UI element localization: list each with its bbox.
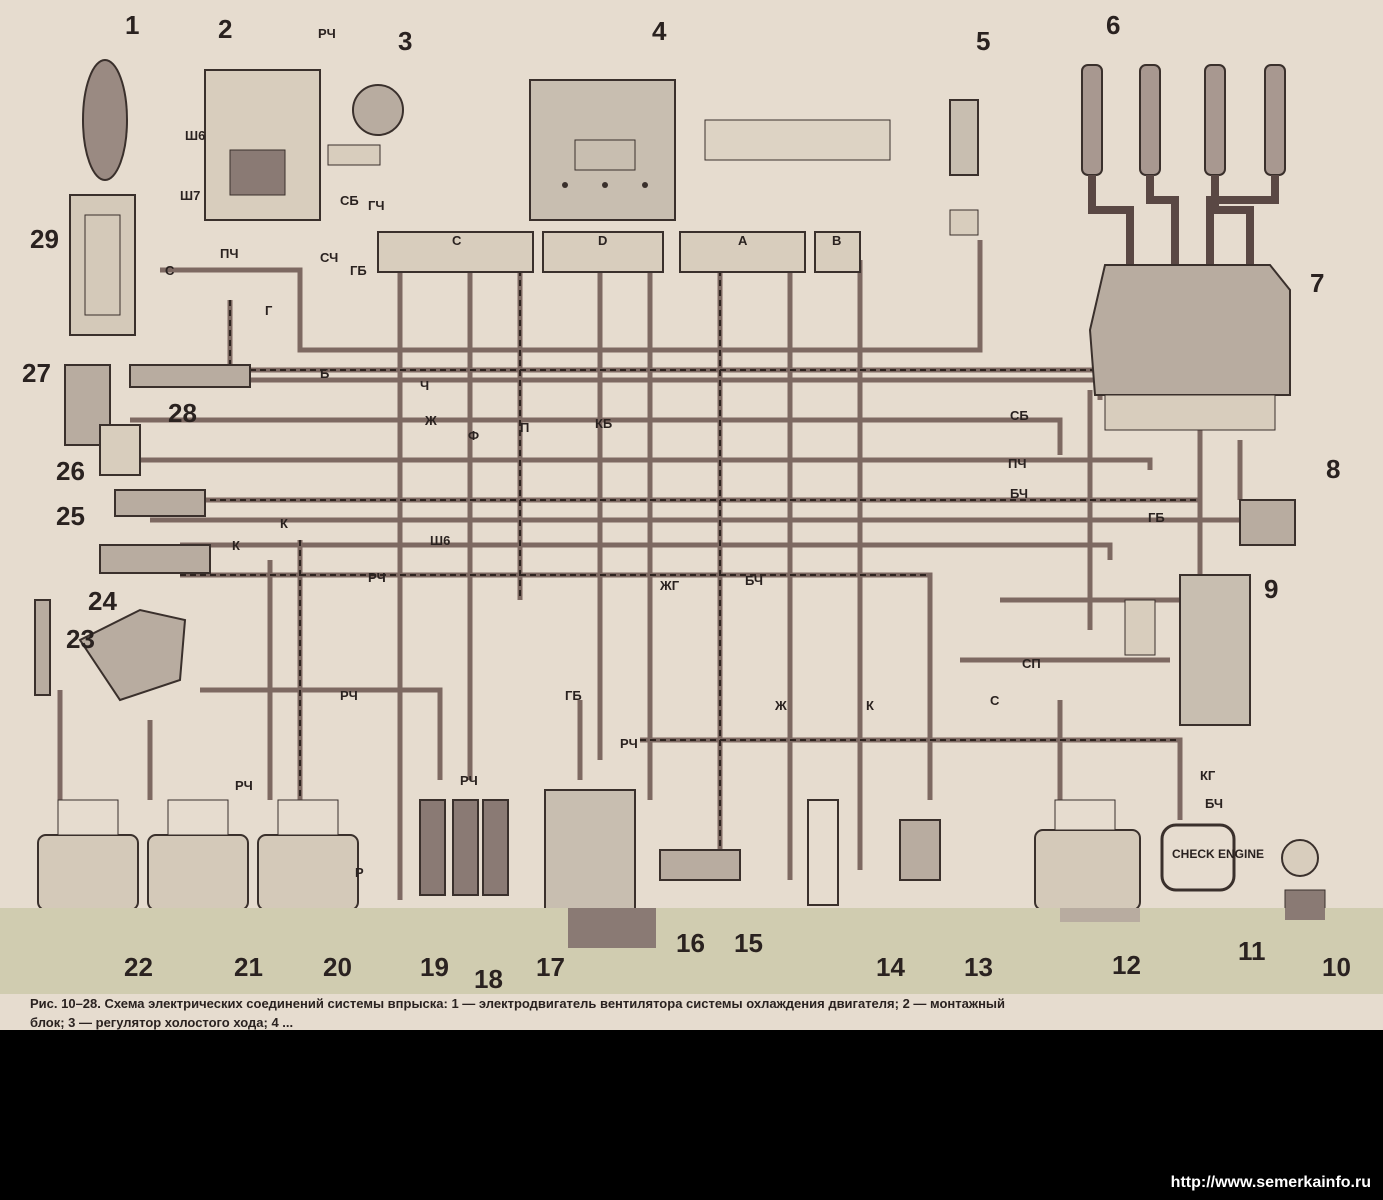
- callout-10-lower: 10: [1322, 952, 1351, 982]
- module-29: [69, 194, 136, 336]
- wire-label: Г: [265, 303, 273, 318]
- callout-11-lower: 11: [1238, 936, 1266, 966]
- caption-line-2: блок; 3 — регулятор холостого хода; 4 ..…: [30, 1015, 294, 1030]
- callout-15-lower: 15: [734, 928, 763, 958]
- wire-label: Р: [355, 865, 364, 880]
- callout-12-lower: 12: [1112, 950, 1141, 980]
- wire-label: П: [520, 420, 529, 435]
- callout-29: 29: [30, 224, 59, 254]
- wire-label: ЖГ: [659, 578, 680, 593]
- caption-line-1: Рис. 10–28. Схема электрических соединен…: [30, 996, 1006, 1011]
- callout-7: 7: [1310, 268, 1324, 298]
- ignition-module: [1088, 264, 1291, 431]
- callout-1: 1: [125, 10, 139, 40]
- wire-label: РЧ: [620, 736, 638, 751]
- callout-14-lower: 14: [876, 952, 905, 982]
- wire-label: К: [280, 516, 288, 531]
- wire-label: КБ: [595, 416, 612, 431]
- wire-label: ГБ: [1148, 510, 1165, 525]
- diagnostic-connector: [807, 799, 839, 906]
- wire-label: Ш6: [185, 128, 205, 143]
- wire-label: С: [990, 693, 1000, 708]
- wire-label: Ш7: [180, 188, 200, 203]
- wire-label: ГБ: [565, 688, 582, 703]
- wire-label: СП: [1022, 656, 1041, 671]
- mount-block: [204, 69, 321, 221]
- connector-d-label: D: [598, 233, 607, 248]
- wire-label: РЧ: [460, 773, 478, 788]
- wire-label: Ч: [420, 378, 429, 393]
- wire-label: Ж: [774, 698, 787, 713]
- callout-13-lower: 13: [964, 952, 993, 982]
- sensor-13: [899, 819, 941, 881]
- throttle-unit: [1124, 574, 1251, 726]
- wire-label: БЧ: [1205, 796, 1223, 811]
- fuel-pump-module: [544, 789, 636, 911]
- wire-label: К: [232, 538, 240, 553]
- idle-regulator: [327, 84, 404, 166]
- wire-label: ПЧ: [220, 246, 238, 261]
- ecu-block: [529, 79, 891, 221]
- callout-6: 6: [1106, 10, 1120, 40]
- wire-label: Б: [320, 366, 329, 381]
- wire-label: Ж: [424, 413, 437, 428]
- callout-19-lower: 19: [420, 952, 449, 982]
- callout-9: 9: [1264, 574, 1278, 604]
- wiring-diagram: C D A B РЧ: [22, 10, 1351, 996]
- callout-8: 8: [1326, 454, 1340, 484]
- wire-label: Ф: [468, 428, 479, 443]
- callout-2: 2: [218, 14, 232, 44]
- figure-caption: Рис. 10–28. Схема электрических соединен…: [30, 994, 1380, 1034]
- callout-5: 5: [976, 26, 990, 56]
- injectors: [419, 799, 509, 896]
- callout-17-lower: 17: [536, 952, 565, 982]
- sensor-15: [659, 849, 741, 881]
- wire-label: ГЧ: [368, 198, 385, 213]
- wire-label: БЧ: [745, 573, 763, 588]
- mount-block-label: РЧ: [318, 26, 336, 41]
- callout-28: 28: [168, 398, 197, 428]
- lower-labels: 22 21 20 19 18 17 16 15 14 13 12 11 10: [124, 908, 1351, 994]
- wire-label: СБ: [1010, 408, 1029, 423]
- callout-16-lower: 16: [676, 928, 705, 958]
- fan-motor: [82, 59, 128, 181]
- connector-c-label: C: [452, 233, 462, 248]
- source-url[interactable]: http://www.semerkainfo.ru: [1170, 1174, 1371, 1191]
- sensor-8: [1239, 499, 1296, 546]
- wire-label: К: [866, 698, 874, 713]
- check-engine-lamp: [1160, 823, 1236, 892]
- callout-21-lower: 21: [234, 952, 263, 982]
- connector-b-label: B: [832, 233, 841, 248]
- left-sensors: [34, 364, 251, 702]
- callout-3: 3: [398, 26, 412, 56]
- wire-label: БЧ: [1010, 486, 1028, 501]
- callout-27: 27: [22, 358, 51, 388]
- connector-a-label: A: [738, 233, 748, 248]
- relay-sockets: [57, 799, 1116, 836]
- callout-26: 26: [56, 456, 85, 486]
- check-engine-text: CHECK ENGINE: [1172, 847, 1264, 861]
- sensor-5: [949, 99, 979, 236]
- wire-label: РЧ: [235, 778, 253, 793]
- scan-band: [0, 908, 1383, 994]
- callout-24: 24: [88, 586, 117, 616]
- wire-label: РЧ: [340, 688, 358, 703]
- callout-4: 4: [652, 16, 667, 46]
- wire-label: СБ: [340, 193, 359, 208]
- wire-label: Ш6: [430, 533, 450, 548]
- wiring-diagram-scan: C D A B РЧ: [0, 0, 1383, 1030]
- wire-label: СЧ: [320, 250, 338, 265]
- wire-label: КГ: [1200, 768, 1216, 783]
- callout-18-lower: 18: [474, 964, 503, 994]
- wire-label: ГБ: [350, 263, 367, 278]
- wire-label: РЧ: [368, 570, 386, 585]
- callout-25: 25: [56, 501, 85, 531]
- wire-label: С: [165, 263, 175, 278]
- ecu-connectors: [377, 231, 861, 273]
- wire-label: ПЧ: [1008, 456, 1026, 471]
- spark-plugs: [1081, 64, 1286, 176]
- callout-23: 23: [66, 624, 95, 654]
- callout-22-lower: 22: [124, 952, 153, 982]
- callout-20-lower: 20: [323, 952, 352, 982]
